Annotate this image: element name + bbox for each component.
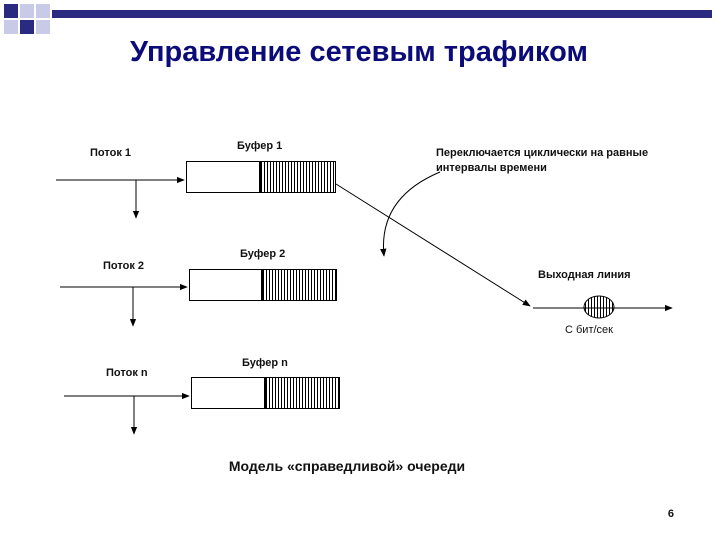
output-line-label: Выходная линия: [538, 269, 631, 281]
stream-n-label: Поток n: [106, 367, 148, 379]
buffer-2-label: Буфер 2: [240, 248, 286, 260]
switch-note-line-1: Переключается циклически на равные: [436, 147, 649, 159]
page-number: 6: [667, 508, 674, 520]
page-title: Управление сетевым трафиком: [130, 36, 588, 68]
stream-2-label: Поток 2: [103, 260, 144, 272]
buffer-n: [191, 377, 340, 409]
buffer-1-label: Буфер 1: [237, 140, 283, 152]
buffer-to-output-arrow: [335, 183, 531, 307]
buffer-2: [189, 269, 337, 301]
output-rate-label: С бит/сек: [565, 324, 613, 336]
header-decoration: [4, 4, 712, 34]
buffer-n-label: Буфер n: [242, 357, 288, 369]
switch-note-line-2: интервалы времени: [436, 162, 547, 174]
buffer-1: [186, 161, 336, 193]
switch-curve-arrow: [380, 171, 441, 257]
diagram-caption: Модель «справедливой» очереди: [228, 458, 466, 474]
output-channel: [583, 295, 615, 319]
stream-1-label: Поток 1: [90, 147, 131, 159]
